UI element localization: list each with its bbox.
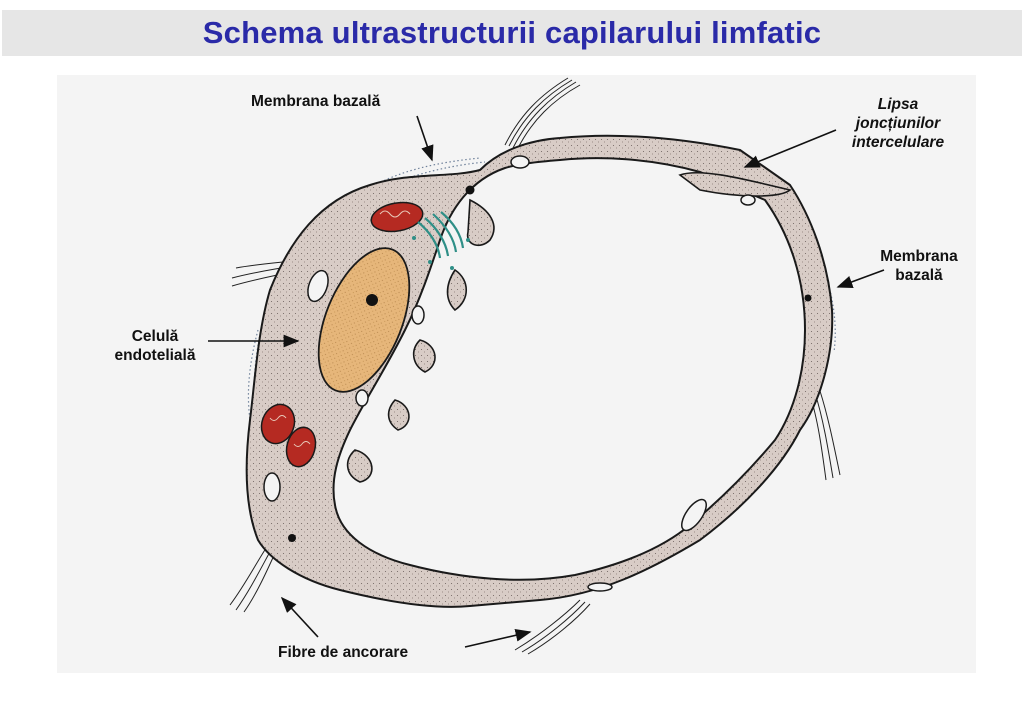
- label-celula-line2: endotelială: [114, 347, 196, 364]
- arrow-fibre-right: [464, 629, 532, 648]
- golgi-vesicles: [412, 236, 470, 270]
- arrow-lipsa: [743, 129, 837, 168]
- label-membrana-right-line2: bazală: [895, 267, 943, 284]
- label-membrana-bazala-top: Membrana bazală: [251, 93, 381, 110]
- mitochondria: [260, 201, 424, 468]
- label-lipsa-line1: Lipsa: [877, 96, 919, 113]
- label-celula-line1: Celulă: [131, 328, 179, 345]
- label-fibre-ancorare: Fibre de ancorare: [278, 644, 409, 661]
- label-membrana-bazala-right: Membrana bazală: [864, 247, 974, 285]
- label-lipsa-line2: joncțiunilor: [855, 115, 941, 132]
- pointer-arrows: [208, 115, 885, 648]
- arrow-membrana-right: [836, 269, 885, 289]
- title-bar: Schema ultrastructurii capilarului limfa…: [2, 10, 1022, 56]
- label-lipsa-jonctiuni: Lipsa joncțiunilor intercelulare: [833, 95, 963, 152]
- mitochondria-cristae: [269, 210, 411, 447]
- label-lipsa-line3: intercelulare: [851, 134, 945, 151]
- vacuoles: [263, 155, 756, 592]
- arrow-fibre-left: [280, 596, 319, 638]
- page-title: Schema ultrastructurii capilarului limfa…: [202, 15, 822, 50]
- anchoring-fibres: [229, 77, 841, 655]
- label-celula-endoteliala: Celulă endotelială: [100, 327, 210, 365]
- arrow-membrana-top: [416, 115, 434, 162]
- golgi-apparatus: [417, 211, 465, 259]
- nucleus: [317, 247, 411, 393]
- cell-projections: [346, 171, 792, 483]
- nucleolus: [366, 294, 378, 306]
- dense-bodies: [288, 185, 812, 542]
- label-membrana-right-line1: Membrana: [880, 248, 958, 265]
